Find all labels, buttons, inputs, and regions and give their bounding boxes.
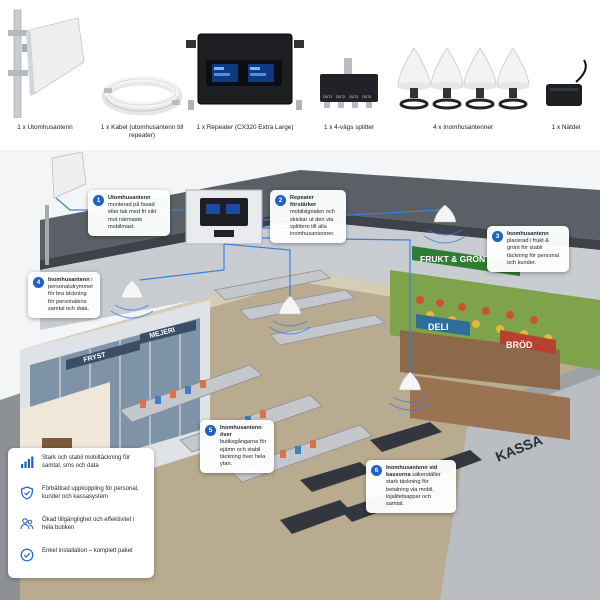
benefit-text: Enkel installation – komplett paket	[42, 548, 133, 554]
callout-body: butiksgångarna för ejämn och stabil täck…	[220, 439, 267, 468]
sign-frukt-gront: FRUKT & GRÖNT	[420, 254, 491, 264]
product-label: 1 x Utomhusantenn	[17, 124, 73, 131]
callout-title: Utomhusantenn	[108, 195, 151, 201]
splitter-port-label: OUT4	[362, 95, 371, 99]
splitter-port-label: OUT2	[336, 95, 345, 99]
signal-bars-icon	[21, 456, 34, 468]
callout-title: Inomhusantenn vid kassorna	[386, 465, 438, 479]
splitter-port-label: OUT3	[349, 95, 358, 99]
callout-2: 2 Repeater förstärker mobilsignalen och …	[270, 190, 346, 244]
splitter-icon: OUT1 OUT2 OUT3 OUT4	[320, 58, 378, 108]
callout-body: monterad på fasad eller tak med fri sikt…	[108, 202, 157, 230]
product-repeater: 1 x Repeater (CX320 Extra Large)	[180, 0, 310, 150]
benefit-item: Enkel installation – komplett paket	[16, 548, 146, 579]
benefit-item: Förbättrad uppkoppling för personal, kun…	[16, 486, 146, 517]
sign-deli: DELI	[428, 322, 449, 332]
callout-title: Inomhusantenn	[48, 277, 90, 283]
callout-number: 5	[205, 425, 216, 436]
benefit-item: Ökad tillgänglighet och effektivitet i h…	[16, 517, 146, 548]
product-power-adapter: 1 x Nätdel	[532, 0, 600, 150]
benefits-panel: Stark och stabil mobiltäckning för samta…	[8, 448, 154, 578]
indoor-antenna-icon	[397, 47, 530, 110]
callout-title: Inomhusantenn över	[220, 425, 262, 439]
product-label: 1 x Nätdel	[551, 124, 581, 131]
splitter-port-label: OUT1	[323, 95, 332, 99]
callout-6: 6 Inomhusantenn vid kassorna säkerställe…	[366, 460, 456, 514]
callout-number: 6	[371, 465, 382, 476]
callout-title: Repeater förstärker	[290, 195, 317, 209]
product-label: 4 x Inomhusantenner	[432, 124, 494, 131]
product-outdoor-antenna: 1 x Utomhusantenn	[0, 0, 90, 150]
product-label: 1 x 4-vägs splitter	[323, 124, 375, 131]
callout-number: 4	[33, 277, 44, 288]
product-label: 1 x Repeater (CX320 Extra Large)	[196, 124, 294, 131]
product-splitter: OUT1 OUT2 OUT3 OUT4 1 x 4-vägs splitter	[310, 0, 388, 150]
benefit-item: Stark och stabil mobiltäckning för samta…	[16, 455, 146, 486]
shield-check-icon	[20, 486, 34, 500]
callout-number: 3	[492, 231, 503, 242]
product-indoor-antennas: 4 x Inomhusantenner	[388, 0, 538, 150]
check-circle-icon	[20, 548, 34, 562]
callout-4: 4 Inomhusantenn i personalutrymmet för b…	[28, 272, 100, 319]
callout-body: mobilsignalen och skickar ut den via spl…	[290, 209, 335, 238]
callout-title: Inomhusantenn	[507, 231, 549, 237]
benefit-text: Stark och stabil mobiltäckning för samta…	[42, 455, 131, 469]
sign-brod: BRÖD	[506, 340, 533, 350]
callout-number: 1	[93, 195, 104, 206]
product-label: 1 x Kabel (utomhusantenn till repeater)	[100, 124, 184, 139]
callout-5: 5 Inomhusantenn över butiksgångarna för …	[200, 420, 274, 474]
callout-1: 1 Utomhusantenn monterad på fasad eller …	[88, 190, 170, 237]
callout-3: 3 Inomhusantenn placerad i frukt & grönt…	[487, 226, 569, 273]
benefit-text: Förbättrad uppkoppling för personal, kun…	[42, 486, 139, 500]
callout-body: placerad i frukt & grönt för stabil täck…	[507, 238, 559, 266]
people-icon	[20, 518, 34, 530]
callout-body: i personalutrymmet för bra täckning för …	[48, 277, 93, 312]
power-adapter-icon	[546, 59, 587, 106]
product-cable: 1 x Kabel (utomhusantenn till repeater)	[92, 0, 192, 150]
benefit-text: Ökad tillgänglighet och effektivitet i h…	[42, 517, 135, 531]
cable-coil-icon	[101, 76, 183, 116]
outdoor-antenna-icon	[8, 9, 85, 118]
repeater-icon	[186, 33, 304, 110]
callout-number: 2	[275, 195, 286, 206]
callout-body: säkerställer stark täckning för betalnin…	[386, 472, 441, 508]
product-strip: 1 x Utomhusantenn 1 x Kabel (utomhusante…	[0, 0, 600, 150]
